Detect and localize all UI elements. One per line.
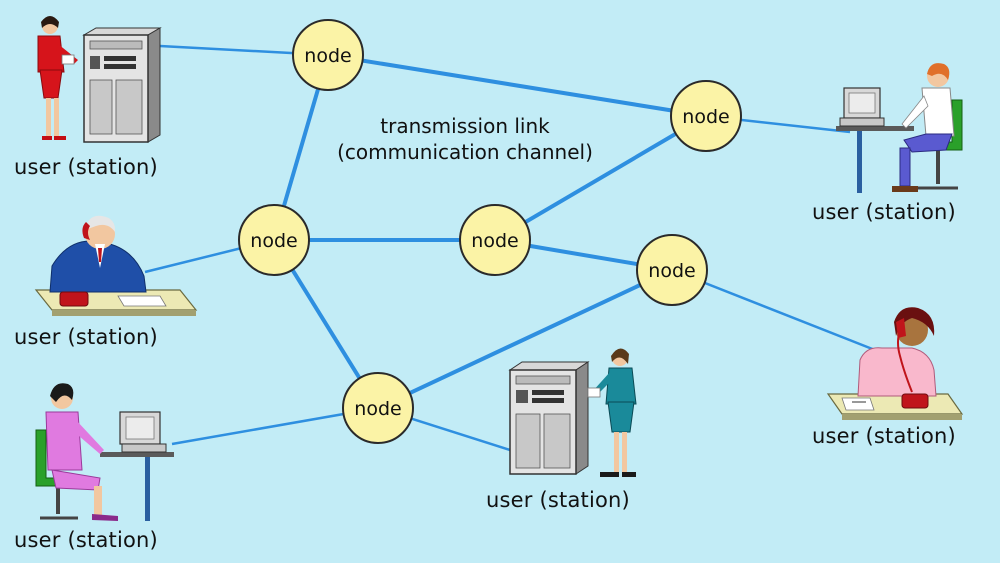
link-n4-n2 — [493, 114, 708, 242]
woman-at-computer-icon — [35, 383, 174, 521]
station-label: user (station) — [812, 200, 956, 224]
station-label: user (station) — [14, 155, 158, 179]
node-label: node — [471, 230, 518, 252]
transmission-link-caption: transmission link (communication channel… — [310, 113, 620, 165]
station-label: user (station) — [14, 325, 158, 349]
man-at-computer-icon — [836, 63, 963, 193]
node-n3: node — [238, 204, 310, 276]
woman-on-phone-icon — [826, 307, 964, 420]
station-label: user (station) — [486, 488, 630, 512]
node-n2: node — [670, 80, 742, 152]
caption-line-1: transmission link — [380, 114, 550, 138]
node-label: node — [250, 230, 297, 252]
caption-line-2: (communication channel) — [337, 140, 593, 164]
node-n6: node — [342, 372, 414, 444]
station-label: user (station) — [812, 424, 956, 448]
node-n4: node — [459, 204, 531, 276]
man-on-phone-icon — [34, 215, 198, 316]
node-label: node — [682, 106, 729, 128]
link-n1-n2 — [327, 53, 707, 118]
access-link-s6 — [671, 268, 881, 354]
node-n5: node — [636, 234, 708, 306]
node-n1: node — [292, 19, 364, 91]
node-label: node — [648, 260, 695, 282]
woman-at-server-icon — [37, 16, 162, 143]
node-label: node — [304, 45, 351, 67]
link-n6-n5 — [377, 268, 673, 410]
station-label: user (station) — [14, 528, 158, 552]
node-label: node — [354, 398, 401, 420]
woman-at-server-icon — [508, 348, 637, 477]
